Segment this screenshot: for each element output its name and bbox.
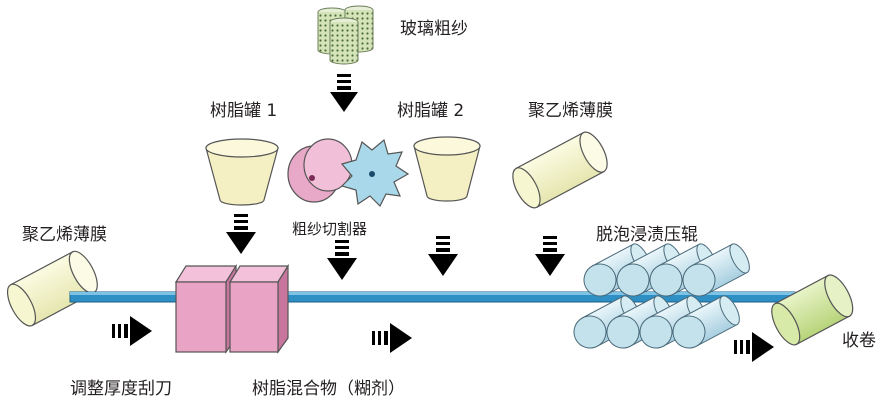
flow-arrow-3-icon (734, 332, 774, 362)
roving-cutter-label: 粗纱切割器 (292, 220, 367, 238)
pe-film-left-label: 聚乙烯薄膜 (22, 225, 107, 245)
resin-tank-1-arrow-icon (226, 214, 256, 254)
doctor-blade-boxes (174, 263, 290, 354)
resin-tank-2 (413, 136, 481, 202)
deaeration-rollers-label: 脱泡浸渍压辊 (596, 225, 698, 245)
resin-paste-label: 树脂混合物（糊剂） (252, 379, 405, 399)
resin-tank-1-label: 树脂罐 1 (210, 101, 277, 121)
doctor-blade-label: 调整厚度刮刀 (70, 379, 172, 399)
roller-7 (672, 295, 740, 349)
pe-film-left-roll (6, 250, 98, 327)
flow-arrow-1-icon (112, 316, 152, 346)
cutter-drop-arrow-icon (327, 240, 357, 280)
roving-feed-arrow-icon (330, 74, 358, 112)
take-up-label: 收卷 (842, 331, 876, 351)
pe-film-top-roll (512, 131, 608, 209)
resin-tank-2-arrow-icon (428, 236, 458, 276)
flow-arrow-2-icon (372, 323, 412, 353)
glass-roving-label: 玻璃粗纱 (400, 19, 468, 39)
take-up-roll (771, 274, 854, 346)
roller-5 (606, 295, 674, 349)
deaeration-rollers (573, 243, 750, 349)
roller-3 (682, 243, 750, 297)
glass-roving-spools (317, 5, 374, 65)
roving-cutter (287, 138, 410, 208)
resin-tank-1 (205, 138, 279, 206)
pe-film-top-label: 聚乙烯薄膜 (528, 101, 613, 121)
pe-film-top-arrow-icon (535, 236, 565, 276)
resin-tank-2-label: 树脂罐 2 (397, 101, 464, 121)
